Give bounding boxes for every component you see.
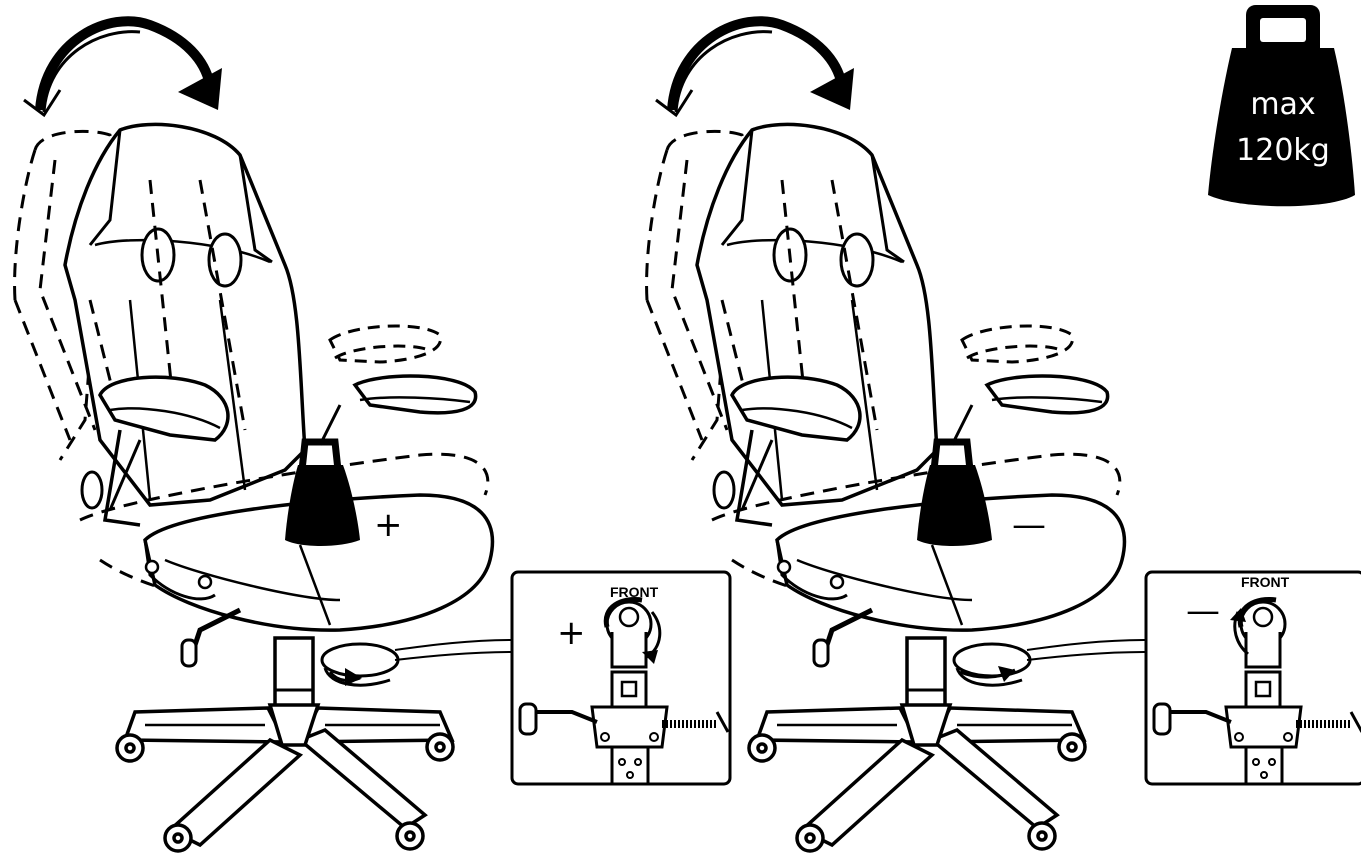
inset-plus-sign: + <box>557 613 586 653</box>
tension-plus-sign: + <box>374 505 403 545</box>
inset-front-label: FRONT <box>610 584 659 600</box>
max-label: max <box>1250 87 1315 122</box>
rotate-arrow-icon <box>959 666 1016 682</box>
rotate-arrow-icon <box>328 668 362 686</box>
tension-inset-decrease: FRONT — <box>1146 572 1361 784</box>
max-weight-icon: max 120kg <box>1208 5 1355 207</box>
inset-minus-sign: — <box>1186 591 1220 631</box>
tension-inset-increase: FRONT + <box>512 572 730 784</box>
chair-illustration-increase <box>15 21 515 851</box>
inset-front-label: FRONT <box>1241 574 1290 590</box>
tension-minus-sign: — <box>1012 505 1046 545</box>
weight-limit-label: 120kg <box>1236 133 1330 168</box>
